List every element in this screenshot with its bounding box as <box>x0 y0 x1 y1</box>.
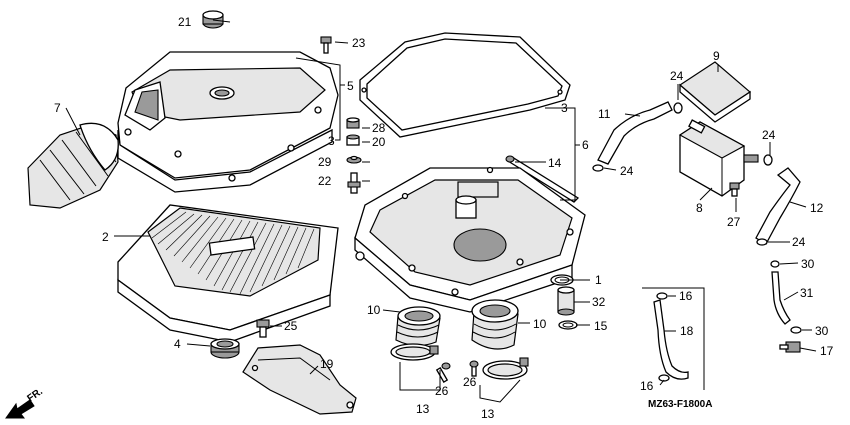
label-part-11: 11 <box>598 107 611 121</box>
label-part-12: 12 <box>810 201 824 215</box>
part-24-clip-c <box>592 164 604 172</box>
label-part-10-left: 10 <box>367 303 381 317</box>
part-17-fitting <box>779 341 801 353</box>
part-16-clip-bottom <box>658 374 670 382</box>
label-part-24-b: 24 <box>762 128 776 142</box>
part-8-breather-chamber <box>678 119 759 197</box>
part-32-filter-plug <box>557 286 575 316</box>
label-part-17: 17 <box>820 344 834 358</box>
label-part-1: 1 <box>595 273 602 287</box>
part-4-grommet <box>210 338 240 359</box>
label-part-8: 8 <box>696 201 703 215</box>
label-part-4: 4 <box>174 337 181 351</box>
label-part-3-upper: 3 <box>561 101 568 115</box>
label-part-20: 20 <box>372 135 386 149</box>
label-part-6: 6 <box>582 138 589 152</box>
label-part-13-left: 13 <box>416 402 430 416</box>
part-7-intake-duct <box>27 122 119 209</box>
label-part-9: 9 <box>713 49 720 63</box>
label-part-32: 32 <box>592 295 606 309</box>
label-part-16-top: 16 <box>679 289 693 303</box>
label-part-25: 25 <box>284 319 298 333</box>
label-part-29: 29 <box>318 155 332 169</box>
part-18-tube <box>653 299 689 380</box>
label-part-24-a: 24 <box>670 69 684 83</box>
part-21-grommet <box>202 10 224 29</box>
label-part-21: 21 <box>178 15 192 29</box>
label-part-24-d: 24 <box>792 235 806 249</box>
part-15-o-ring <box>558 320 578 330</box>
label-part-5: 5 <box>347 79 354 93</box>
label-part-28: 28 <box>372 121 386 135</box>
part-labels: 1 2 3 3 4 5 6 7 8 9 10 10 11 12 13 13 14… <box>54 15 834 421</box>
label-part-2: 2 <box>102 230 109 244</box>
part-23-bolt <box>320 36 332 54</box>
part-30-clip-top <box>770 260 780 268</box>
label-part-27: 27 <box>727 215 741 229</box>
leader-lines <box>65 19 817 403</box>
part-31-hose <box>771 271 791 325</box>
part-24-clip-b <box>763 154 773 166</box>
part-16-clip-top <box>656 292 668 300</box>
part-5-upper-cover <box>117 51 339 193</box>
part-20-collar <box>346 134 360 146</box>
label-part-26-left: 26 <box>435 384 449 398</box>
part-26-screw-left <box>435 362 451 383</box>
label-part-18: 18 <box>680 324 694 338</box>
diagram-code: MZ63-F1800A <box>648 399 712 410</box>
label-part-22: 22 <box>318 174 332 188</box>
label-part-3-lower: 3 <box>328 134 335 148</box>
part-28-nut <box>346 117 360 129</box>
label-part-14: 14 <box>548 156 562 170</box>
label-part-24-c: 24 <box>620 164 634 178</box>
part-10-connecting-tube-right <box>471 299 519 350</box>
part-13-band-left <box>390 343 439 361</box>
label-part-30-bottom: 30 <box>815 324 829 338</box>
part-14-long-bolt <box>505 155 580 203</box>
part-24-clip-a <box>673 102 683 114</box>
part-13-band-right <box>482 357 529 380</box>
part-3-gasket <box>359 32 571 138</box>
part-30-clip-bottom <box>790 326 802 334</box>
part-2-filter-element <box>117 204 339 343</box>
label-part-7: 7 <box>54 101 61 115</box>
part-29-washer <box>346 155 362 164</box>
part-19-cover-plate <box>242 344 357 415</box>
part-27-bolt <box>729 182 740 197</box>
label-part-19: 19 <box>320 357 334 371</box>
label-part-15: 15 <box>594 319 608 333</box>
label-part-23: 23 <box>352 36 366 50</box>
label-part-10-right: 10 <box>533 317 547 331</box>
part-6-lower-case <box>354 166 586 313</box>
part-10-connecting-tube-left <box>395 306 441 347</box>
part-24-clip-d <box>756 238 768 246</box>
label-part-30-top: 30 <box>801 257 815 271</box>
label-part-26-right: 26 <box>463 375 477 389</box>
part-26-screw-right <box>469 360 479 377</box>
part-9-filter-pad <box>679 61 751 123</box>
part-25-bolt <box>256 319 270 338</box>
part-11-hose <box>597 101 673 165</box>
part-12-hose <box>755 167 801 245</box>
label-part-13-right: 13 <box>481 407 495 421</box>
label-part-31: 31 <box>800 286 814 300</box>
front-arrow: FR. <box>5 386 45 419</box>
label-part-16-bottom: 16 <box>640 379 654 393</box>
part-22-stud-bolt <box>347 172 361 194</box>
